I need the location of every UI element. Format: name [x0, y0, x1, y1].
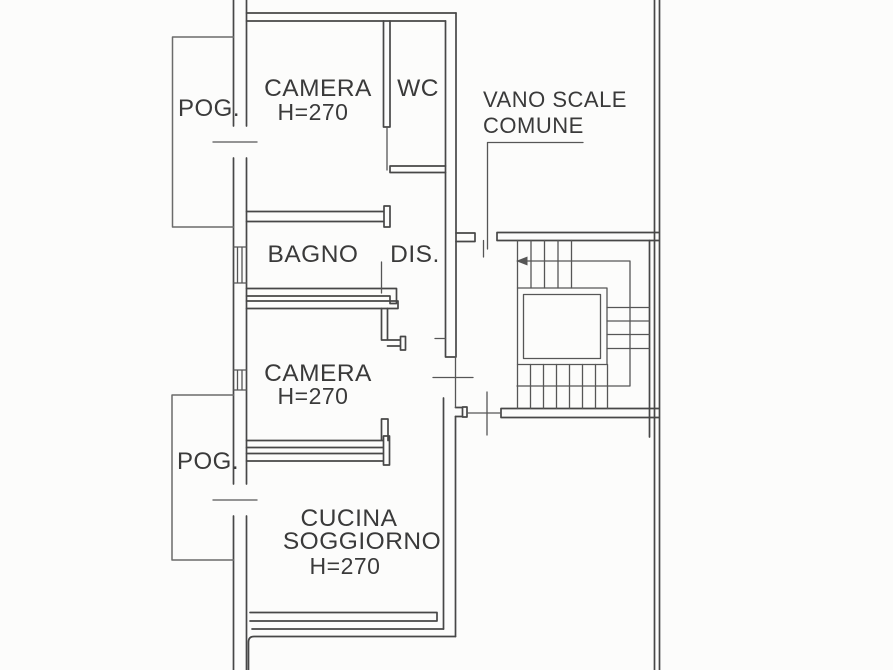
balcony-label-pog-top: POG.: [178, 95, 240, 122]
wall-stair-top: [496, 231, 660, 242]
wall-bagno-top: [245, 205, 391, 228]
room-label-camera-top: CAMERA: [264, 75, 372, 102]
room-height-camera-middle: H=270: [278, 383, 349, 409]
balcony-pog-top-outline: [171, 36, 235, 228]
room-label-camera-middle: CAMERA: [264, 360, 372, 387]
stair-direction-line: [516, 260, 631, 387]
window-symbols: [232, 246, 248, 391]
wall-cucina-right: [442, 397, 457, 638]
leader-line: [482, 141, 584, 258]
stairwell-label-line2: COMUNE: [483, 113, 584, 138]
stair-treads-top-flight: [516, 239, 573, 289]
stair-core-outer: [516, 287, 608, 366]
wall-wc-bottom: [389, 165, 447, 174]
room-height-cucina: H=270: [310, 553, 381, 579]
stairwell-label-line1: VANO SCALE: [483, 87, 627, 112]
room-label-cucina-line1: CUCINA: [301, 505, 398, 532]
wall-cucina-bottom: [249, 611, 438, 622]
labels: CAMERA H=270 WC VANO SCALE COMUNE POG. B…: [177, 75, 627, 579]
wall-lower-band: [247, 628, 457, 670]
balcony-pog-bottom-outline: [171, 394, 235, 561]
room-height-camera-top: H=270: [278, 99, 349, 125]
window-bagno: [232, 246, 248, 284]
wall-east-landing-stub: [455, 232, 476, 243]
stair-core-inner: [522, 293, 602, 360]
wall-stair-bottom: [500, 407, 660, 419]
stairwell: [516, 239, 651, 410]
balconies: [171, 36, 235, 561]
wall-camera2-right: [380, 307, 407, 351]
wall-east: [444, 12, 457, 358]
door-symbols: [212, 126, 502, 501]
window-camera2: [232, 369, 248, 391]
room-label-cucina-line2: SOGGIORNO: [283, 528, 441, 555]
wall-right-outer: [648, 0, 661, 670]
wall-camera2-top: [245, 300, 399, 310]
balcony-label-pog-bottom: POG.: [177, 448, 239, 475]
room-label-bagno: BAGNO: [268, 241, 359, 268]
wall-bagno-bottom: [245, 287, 398, 305]
stairwell-label-leader: [482, 141, 584, 258]
wall-entry-jamb: [454, 406, 468, 418]
wall-camera1-wc: [382, 20, 391, 128]
wall-top: [245, 12, 457, 22]
stair-direction-arrow: [516, 256, 528, 266]
stair-treads-right-flight: [606, 306, 651, 350]
room-label-disimpegno: DIS.: [390, 241, 440, 268]
wall-camera2-bottom-band: [245, 418, 391, 466]
room-label-wc: WC: [397, 75, 439, 102]
